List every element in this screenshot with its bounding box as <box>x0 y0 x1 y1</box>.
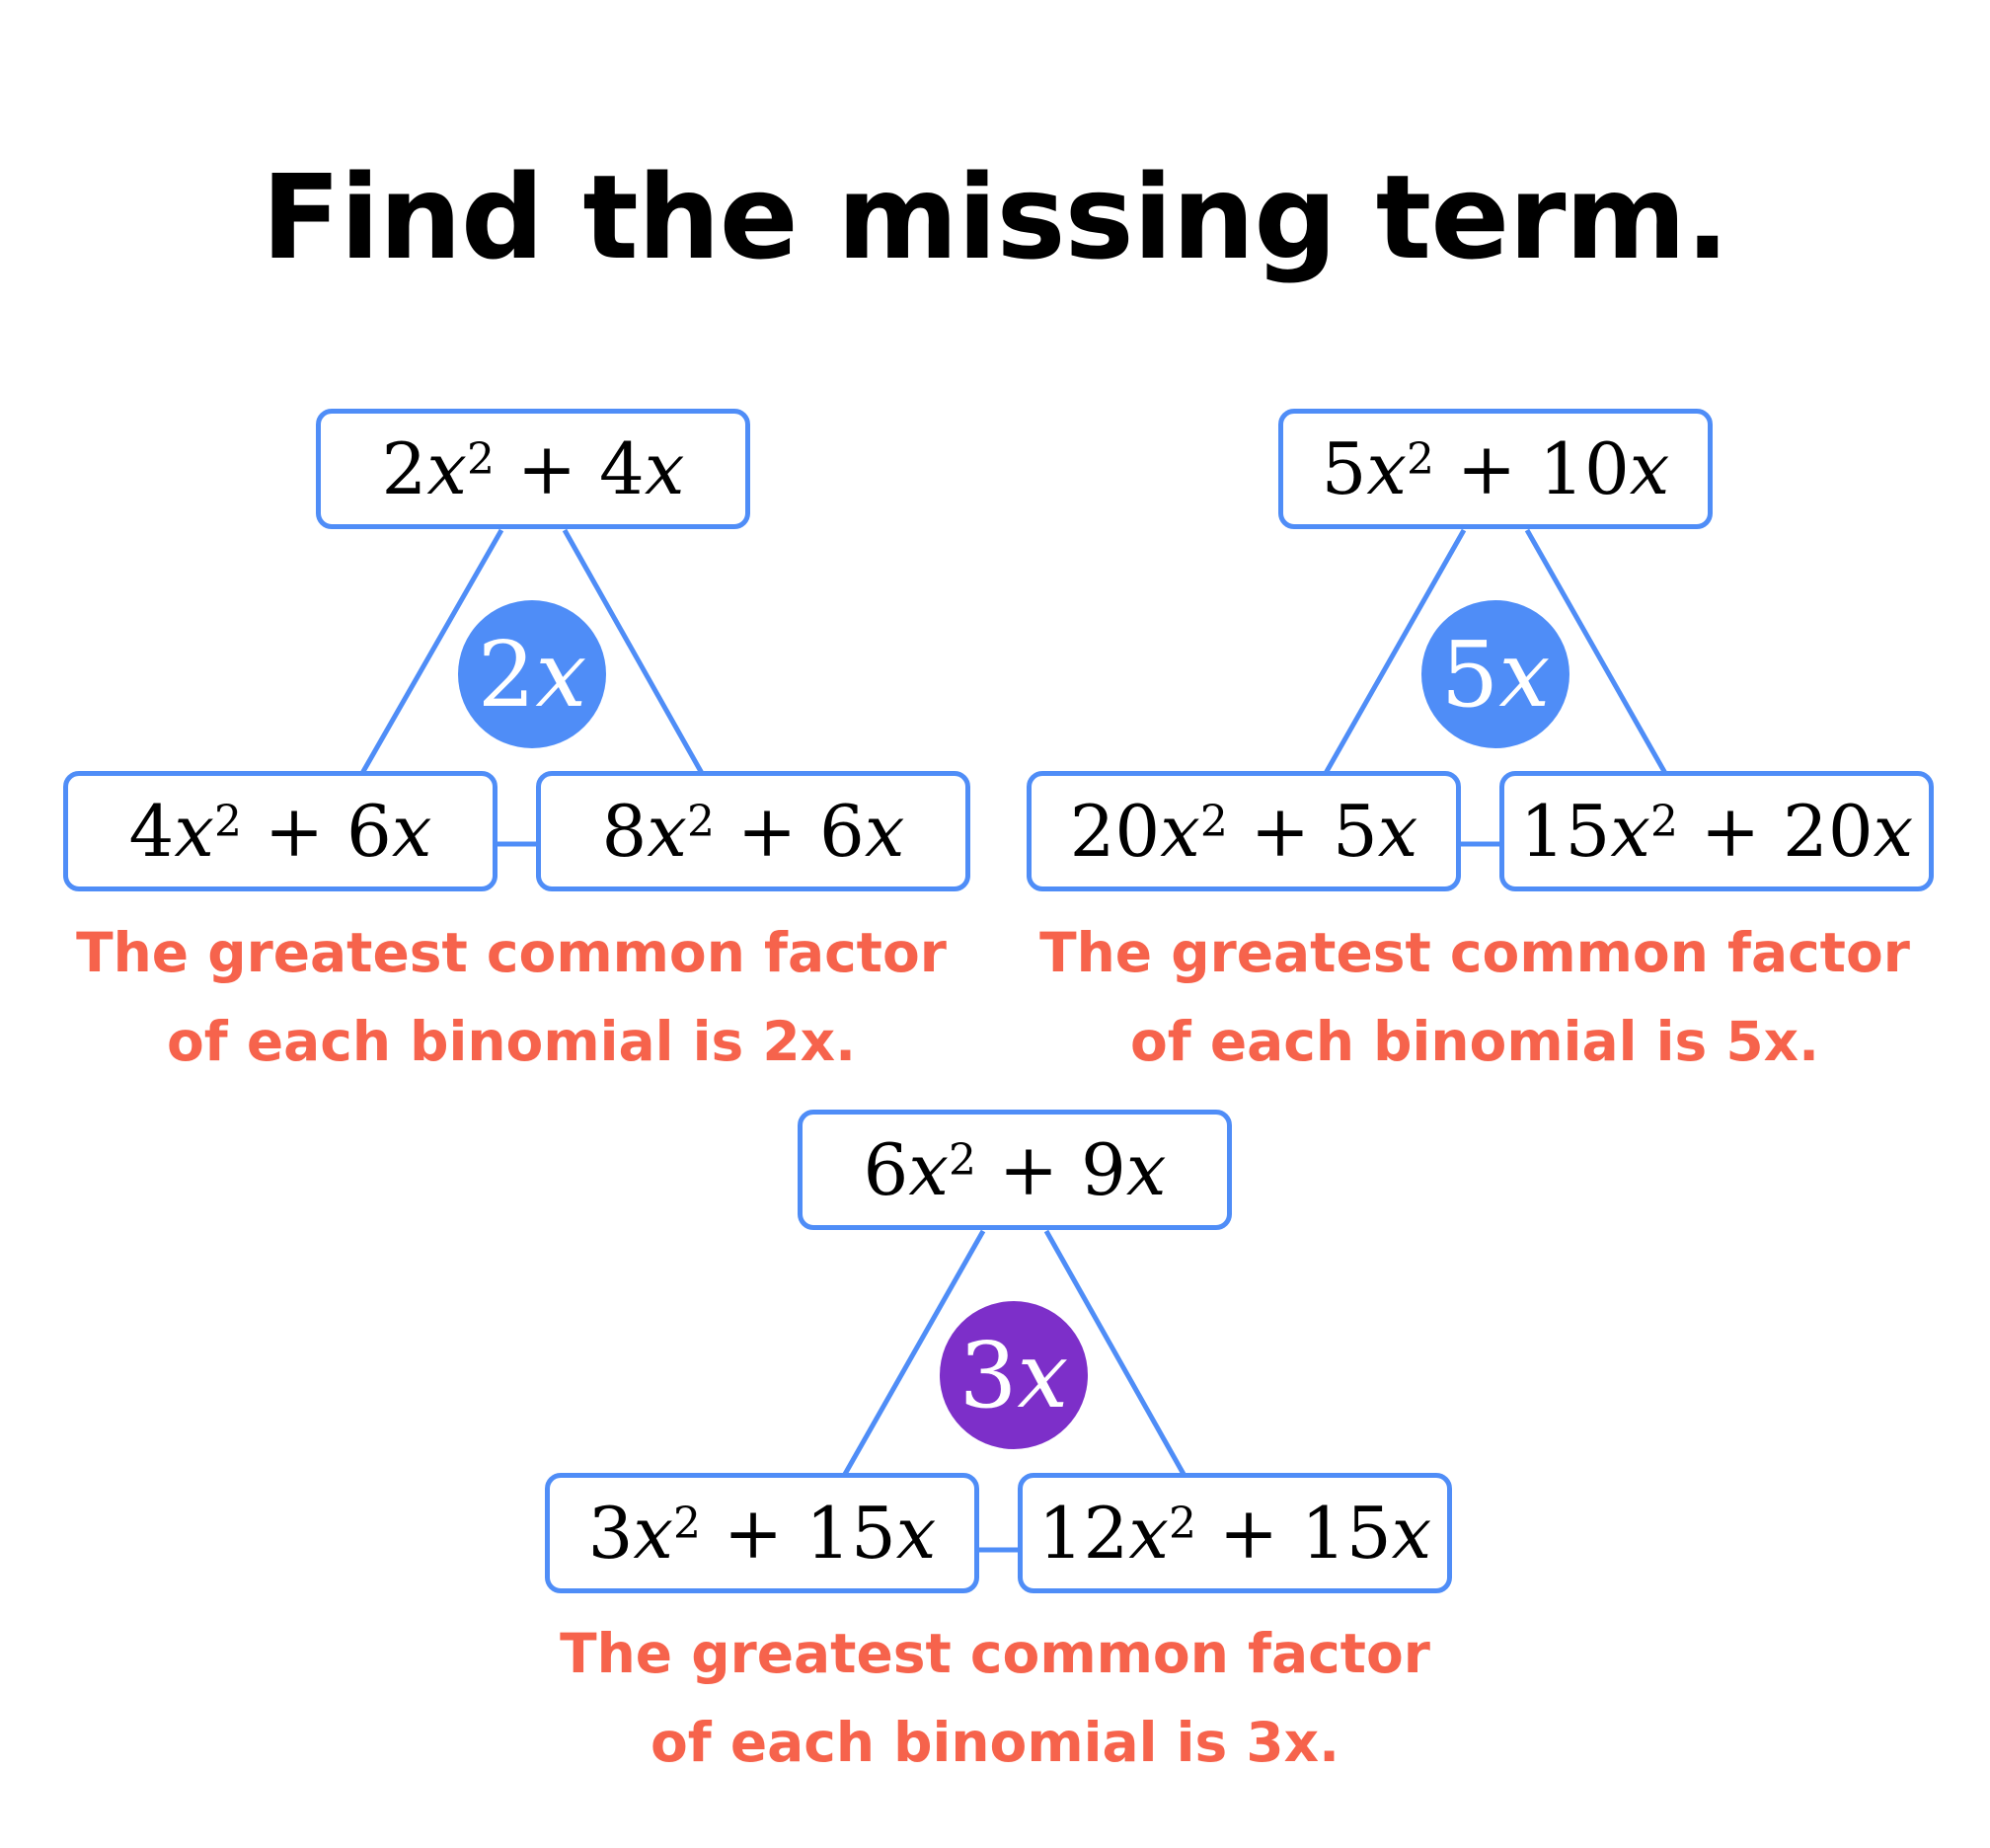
coefficient: 15 <box>805 1492 896 1575</box>
caption-line: The greatest common factor <box>1039 921 1910 984</box>
variable: x <box>426 427 467 510</box>
exponent: 2 <box>1649 796 1678 847</box>
variable: x <box>633 1492 674 1575</box>
variable: x <box>1873 790 1914 873</box>
coefficient: 5 <box>1321 427 1367 510</box>
coefficient: 4 <box>599 427 645 510</box>
page-title: Find the missing term. <box>261 149 1729 285</box>
operator: + <box>494 427 600 510</box>
variable: x <box>1366 427 1408 510</box>
tree2-right-branch <box>1524 528 1669 777</box>
variable: x <box>391 790 432 873</box>
gcf-coefficient: 5 <box>1440 621 1499 728</box>
tree1-right-branch <box>562 528 706 777</box>
tree2-left-branch <box>1322 528 1467 777</box>
exponent: 2 <box>1199 796 1228 847</box>
coefficient: 4 <box>128 790 175 873</box>
gcf-variable: x <box>535 621 587 728</box>
tree1-caption: The greatest common factor of each binom… <box>57 908 965 1086</box>
caption-line: of each binomial is 3x. <box>650 1711 1339 1774</box>
operator: + <box>241 790 347 873</box>
operator: + <box>1434 427 1540 510</box>
variable: x <box>1377 790 1418 873</box>
variable: x <box>1125 1128 1167 1211</box>
exponent: 2 <box>948 1134 976 1186</box>
coefficient: 15 <box>1519 790 1611 873</box>
variable: x <box>1391 1492 1432 1575</box>
coefficient: 20 <box>1783 790 1874 873</box>
coefficient: 6 <box>346 790 392 873</box>
caption-line: of each binomial is 5x. <box>1129 1010 1819 1073</box>
variable: x <box>864 790 905 873</box>
exponent: 2 <box>1407 433 1435 485</box>
caption-line: of each binomial is 2x. <box>166 1010 856 1073</box>
coefficient: 10 <box>1539 427 1630 510</box>
exponent: 2 <box>1168 1498 1196 1549</box>
tree2-caption: The greatest common factor of each binom… <box>1021 908 1929 1086</box>
operator: + <box>1227 790 1333 873</box>
tree3-caption: The greatest common factor of each binom… <box>541 1609 1449 1787</box>
variable: x <box>1610 790 1650 873</box>
exponent: 2 <box>686 796 715 847</box>
gcf-variable: x <box>1498 621 1551 728</box>
coefficient: 12 <box>1037 1492 1129 1575</box>
variable: x <box>895 1492 937 1575</box>
operator: + <box>701 1492 806 1575</box>
exponent: 2 <box>213 796 242 847</box>
variable: x <box>644 427 685 510</box>
gcf-coefficient: 2 <box>477 621 536 728</box>
variable: x <box>908 1128 949 1211</box>
variable: x <box>1160 790 1200 873</box>
coefficient: 15 <box>1301 1492 1392 1575</box>
operator: + <box>1677 790 1784 873</box>
coefficient: 6 <box>863 1128 909 1211</box>
coefficient: 5 <box>1332 790 1378 873</box>
coefficient: 9 <box>1081 1128 1126 1211</box>
exponent: 2 <box>466 433 495 485</box>
variable: x <box>1629 427 1670 510</box>
variable: x <box>1128 1492 1169 1575</box>
gcf-variable: x <box>1017 1322 1069 1428</box>
tree1-left-branch <box>358 528 504 777</box>
operator: + <box>1195 1492 1302 1575</box>
coefficient: 8 <box>601 790 648 873</box>
gcf-coefficient: 3 <box>958 1322 1018 1428</box>
tree3-right-branch <box>1043 1229 1187 1478</box>
coefficient: 3 <box>587 1492 634 1575</box>
tree3-left-branch <box>841 1229 986 1478</box>
coefficient: 20 <box>1069 790 1161 873</box>
operator: + <box>975 1128 1082 1211</box>
operator: + <box>714 790 820 873</box>
coefficient: 6 <box>819 790 865 873</box>
exponent: 2 <box>673 1498 702 1549</box>
coefficient: 2 <box>381 427 427 510</box>
variable: x <box>647 790 687 873</box>
variable: x <box>174 790 214 873</box>
caption-line: The greatest common factor <box>560 1622 1430 1685</box>
caption-line: The greatest common factor <box>76 921 947 984</box>
